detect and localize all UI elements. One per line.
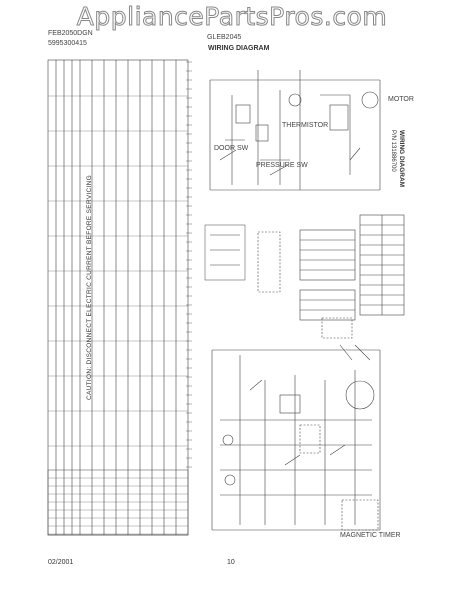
page-number: 10 [227,559,235,566]
header-center-code: GLEB2045 [207,34,242,41]
side-title: WIRING DIAGRAM [398,130,405,188]
timer-chart-frame [47,59,189,536]
page-title: WIRING DIAGRAM [208,45,270,52]
door-switch-label: DOOR SW [214,145,249,152]
motor-label: MOTOR [388,96,414,103]
model-number: FEB2050DGN [48,30,93,37]
part-number: 5995300415 [48,40,87,47]
footer-date: 02/2001 [48,559,74,566]
pressure-switch-label: PRESSURE SW [256,162,308,169]
side-part-number: P/N 131886700 [390,130,396,172]
caution-note: CAUTION: DISCONNECT ELECTRIC CURRENT BEF… [86,174,93,400]
magnetic-timer-label: MAGNETIC TIMER [340,532,401,539]
thermistor-label: THERMISTOR [282,122,329,129]
watermark-logo: AppliancePartsPros.com [76,2,388,32]
